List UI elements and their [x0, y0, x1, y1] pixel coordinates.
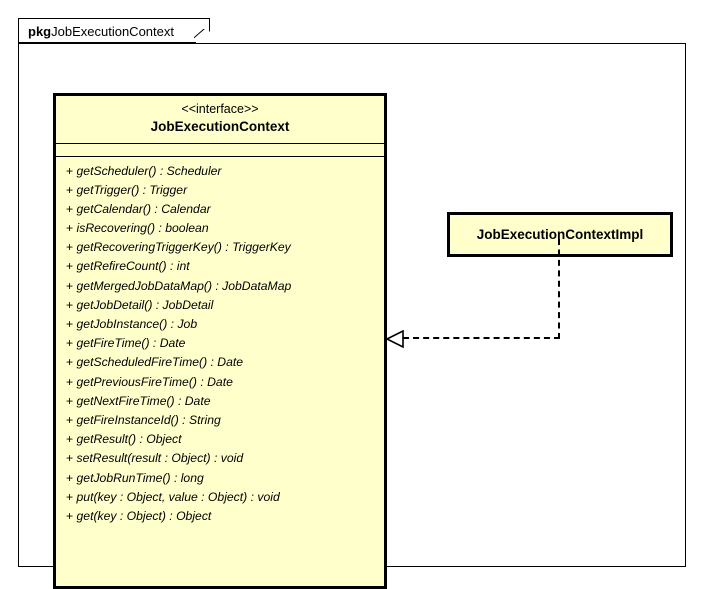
method-visibility: + — [66, 163, 74, 178]
method-row: + getRecoveringTriggerKey() : TriggerKey — [56, 238, 384, 257]
method-row: + getMergedJobDataMap() : JobDataMap — [56, 277, 384, 296]
method-visibility: + — [66, 278, 74, 293]
method-visibility: + — [66, 412, 74, 427]
method-signature: getPreviousFireTime() : Date — [76, 374, 233, 389]
method-visibility: + — [66, 451, 74, 466]
realization-line-vertical — [558, 239, 560, 339]
package-frame: pkg JobExecutionContext <<interface>> Jo… — [18, 18, 686, 589]
method-signature: getRefireCount() : int — [76, 259, 190, 274]
method-visibility: + — [66, 182, 74, 197]
method-signature: getJobInstance() : Job — [76, 317, 198, 331]
method-row: + getRefireCount() : int — [56, 257, 384, 276]
method-signature: getTrigger() : Trigger — [76, 182, 188, 197]
realization-line-horizontal — [403, 337, 560, 339]
compartment-separator-top — [56, 142, 384, 144]
method-row: + isRecovering() : boolean — [56, 219, 384, 238]
method-visibility: + — [66, 336, 74, 351]
method-visibility: + — [66, 470, 74, 485]
method-visibility: + — [66, 355, 74, 370]
method-signature: getRecoveringTriggerKey() : TriggerKey — [76, 240, 291, 255]
method-row: + getFireInstanceId() : String — [56, 411, 384, 430]
method-signature: getJobDetail() : JobDetail — [76, 297, 214, 312]
method-visibility: + — [66, 201, 74, 216]
package-tab: pkg JobExecutionContext — [18, 18, 210, 43]
method-row: + getScheduledFireTime() : Date — [56, 353, 384, 372]
package-keyword: pkg — [28, 23, 52, 39]
method-row: + getPreviousFireTime() : Date — [56, 373, 384, 392]
method-row: + getJobRunTime() : long — [56, 469, 384, 488]
method-row: + getCalendar() : Calendar — [56, 200, 384, 219]
method-signature: getFireTime() : Date — [76, 336, 186, 351]
method-row: + getJobDetail() : JobDetail — [56, 296, 384, 315]
method-row: + getTrigger() : Trigger — [56, 181, 384, 200]
method-signature: put(key : Object, value : Object) : void — [76, 489, 280, 504]
method-row: + getFireTime() : Date — [56, 334, 384, 353]
class-box-jobexecutioncontextimpl[interactable]: JobExecutionContextImpl — [447, 212, 673, 257]
method-visibility: + — [66, 393, 74, 408]
method-signature: getNextFireTime() : Date — [76, 393, 211, 408]
method-row: + getJobInstance() : Job — [56, 315, 384, 334]
method-signature: setResult(result : Object) : void — [76, 451, 244, 466]
method-row: + setResult(result : Object) : void — [56, 449, 384, 468]
compartment-separator-bottom — [56, 155, 384, 157]
class-stereotype: <<interface>> — [181, 102, 259, 116]
class-name: JobExecutionContextImpl — [476, 227, 644, 242]
method-visibility: + — [66, 240, 74, 255]
method-signature: getCalendar() : Calendar — [76, 201, 211, 216]
method-signature: getJobRunTime() : long — [76, 470, 204, 485]
hollow-triangle-arrowhead-icon — [385, 329, 404, 349]
package-body: <<interface>> JobExecutionContext + getS… — [18, 43, 686, 589]
method-signature: getFireInstanceId() : String — [76, 412, 221, 427]
method-visibility: + — [66, 508, 74, 523]
package-name: JobExecutionContext — [51, 23, 174, 39]
method-visibility: + — [66, 374, 74, 389]
method-visibility: + — [66, 221, 74, 236]
method-signature: get(key : Object) : Object — [76, 508, 212, 523]
method-visibility: + — [66, 432, 74, 447]
method-signature: getMergedJobDataMap() : JobDataMap — [76, 278, 292, 293]
method-row: + get(key : Object) : Object — [56, 507, 384, 526]
method-row: + getScheduler() : Scheduler — [56, 162, 384, 181]
method-signature: isRecovering() : boolean — [76, 221, 209, 236]
method-row: + getNextFireTime() : Date — [56, 392, 384, 411]
method-row: + put(key : Object, value : Object) : vo… — [56, 488, 384, 507]
class-header: <<interface>> JobExecutionContext — [56, 96, 384, 143]
method-signature: getScheduledFireTime() : Date — [76, 355, 244, 370]
methods-compartment: + getScheduler() : Scheduler+ getTrigger… — [56, 157, 384, 531]
method-signature: getScheduler() : Scheduler — [76, 163, 222, 178]
method-row: + getResult() : Object — [56, 430, 384, 449]
method-visibility: + — [66, 259, 74, 274]
method-visibility: + — [66, 489, 74, 504]
method-visibility: + — [66, 297, 74, 312]
class-name: JobExecutionContext — [150, 118, 290, 134]
class-box-jobexecutioncontext[interactable]: <<interface>> JobExecutionContext + getS… — [53, 93, 387, 589]
method-signature: getResult() : Object — [76, 432, 182, 447]
attributes-compartment — [56, 144, 384, 156]
method-visibility: + — [66, 317, 74, 331]
package-tab-underline — [18, 42, 196, 43]
